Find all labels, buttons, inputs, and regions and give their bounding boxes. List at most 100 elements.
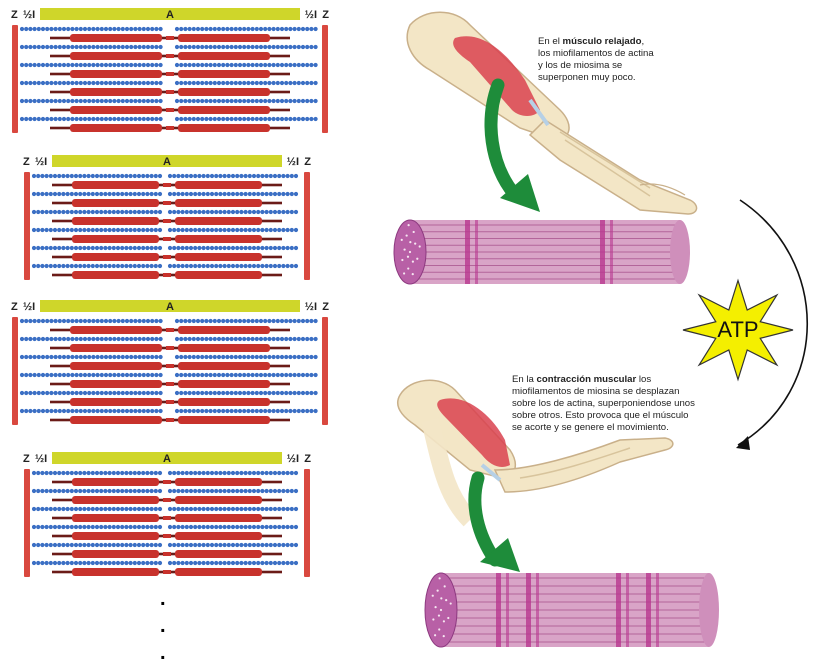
actin-bead (226, 524, 231, 530)
band-stripe (496, 573, 501, 647)
actin-bead (57, 80, 62, 86)
actin-bead (309, 318, 314, 324)
actin-bead (28, 354, 33, 360)
actin-bead (187, 116, 192, 122)
actin-bead (40, 227, 45, 233)
actin-bead (205, 173, 210, 179)
actin-bead (176, 560, 181, 566)
actin-bead (289, 227, 294, 233)
actin-bead (195, 116, 201, 122)
actin-bead (237, 116, 243, 122)
actin-bead (247, 488, 252, 494)
actin-bead (183, 44, 188, 50)
actin-bead (45, 62, 50, 68)
actin-bead (201, 209, 206, 215)
actin-bead (128, 488, 133, 494)
a-band-label: A (166, 9, 174, 21)
actin-bead (191, 44, 196, 50)
band-stripe (506, 573, 509, 647)
actin-bead (246, 98, 251, 104)
actin-bead (44, 191, 49, 197)
actin-bead (200, 44, 205, 50)
actin-bead (288, 336, 293, 342)
actin-bead (28, 116, 33, 122)
actin-bead (78, 336, 83, 342)
a-band-bar (40, 300, 300, 312)
actin-bead (195, 98, 201, 104)
actin-bead (305, 80, 310, 86)
actin-bead (239, 263, 244, 269)
actin-bead (36, 524, 41, 530)
actin-bead (313, 116, 318, 122)
actin-bead (305, 408, 310, 414)
actin-bead (120, 227, 125, 233)
actin-bead (133, 318, 138, 324)
myosin-heads-left (72, 181, 159, 189)
actin-bead (149, 209, 154, 215)
myosin-heads-right (178, 124, 270, 132)
actin-bead (107, 524, 112, 530)
actin-bead (221, 80, 226, 86)
actin-bead (69, 245, 74, 251)
actin-bead (157, 488, 163, 494)
actin-bead (36, 209, 41, 215)
actin-bead (279, 98, 285, 104)
actin-bead (31, 524, 37, 530)
actin-bead (154, 318, 159, 324)
band-stripe (536, 573, 539, 647)
actin-bead (233, 372, 238, 378)
actin-bead (53, 372, 58, 378)
actin-bead (281, 227, 286, 233)
actin-bead (133, 80, 138, 86)
actin-bead (150, 372, 155, 378)
actin-bead (145, 408, 151, 414)
actin-bead (70, 372, 75, 378)
actin-bead (99, 191, 104, 197)
actin-bead (179, 98, 184, 104)
actin-bead (279, 408, 285, 414)
actin-bead (260, 560, 265, 566)
actin-bead (222, 506, 227, 512)
actin-bead (99, 560, 104, 566)
actin-bead (57, 44, 62, 50)
actin-bead (284, 98, 289, 104)
actin-bead (268, 245, 273, 251)
actin-bead (136, 173, 142, 179)
actin-bead (44, 488, 49, 494)
actin-bead (145, 26, 151, 32)
actin-bead (271, 372, 276, 378)
relaxed-forearm (528, 119, 698, 215)
actin-bead (247, 191, 252, 197)
actin-bead (61, 408, 67, 414)
actin-bead (184, 263, 189, 269)
m-line (163, 201, 171, 205)
actin-bead (167, 227, 173, 233)
relaxed-caption-bold: músculo relajado (562, 36, 642, 47)
z-disc-left (12, 317, 18, 425)
actin-bead (201, 263, 206, 269)
actin-bead (237, 372, 243, 378)
actin-bead (221, 390, 226, 396)
actin-bead (214, 524, 219, 530)
actin-bead (197, 524, 202, 530)
actin-bead (132, 560, 137, 566)
actin-bead (225, 354, 230, 360)
actin-bead (99, 408, 104, 414)
actin-bead (124, 506, 129, 512)
actin-bead (66, 336, 71, 342)
actin-bead (225, 408, 230, 414)
actin-bead (128, 191, 133, 197)
actin-bead (200, 372, 205, 378)
actin-bead (243, 209, 248, 215)
actin-bead (216, 44, 222, 50)
actin-bead (132, 245, 137, 251)
actin-bead (136, 245, 142, 251)
actin-bead (145, 488, 150, 494)
actin-bead (116, 62, 121, 68)
actin-bead (243, 263, 248, 269)
actin-bead (176, 263, 181, 269)
continuation-dots: . . . (160, 588, 166, 661)
actin-bead (309, 336, 314, 342)
myosin-heads-left (70, 52, 162, 60)
actin-bead (230, 470, 236, 476)
